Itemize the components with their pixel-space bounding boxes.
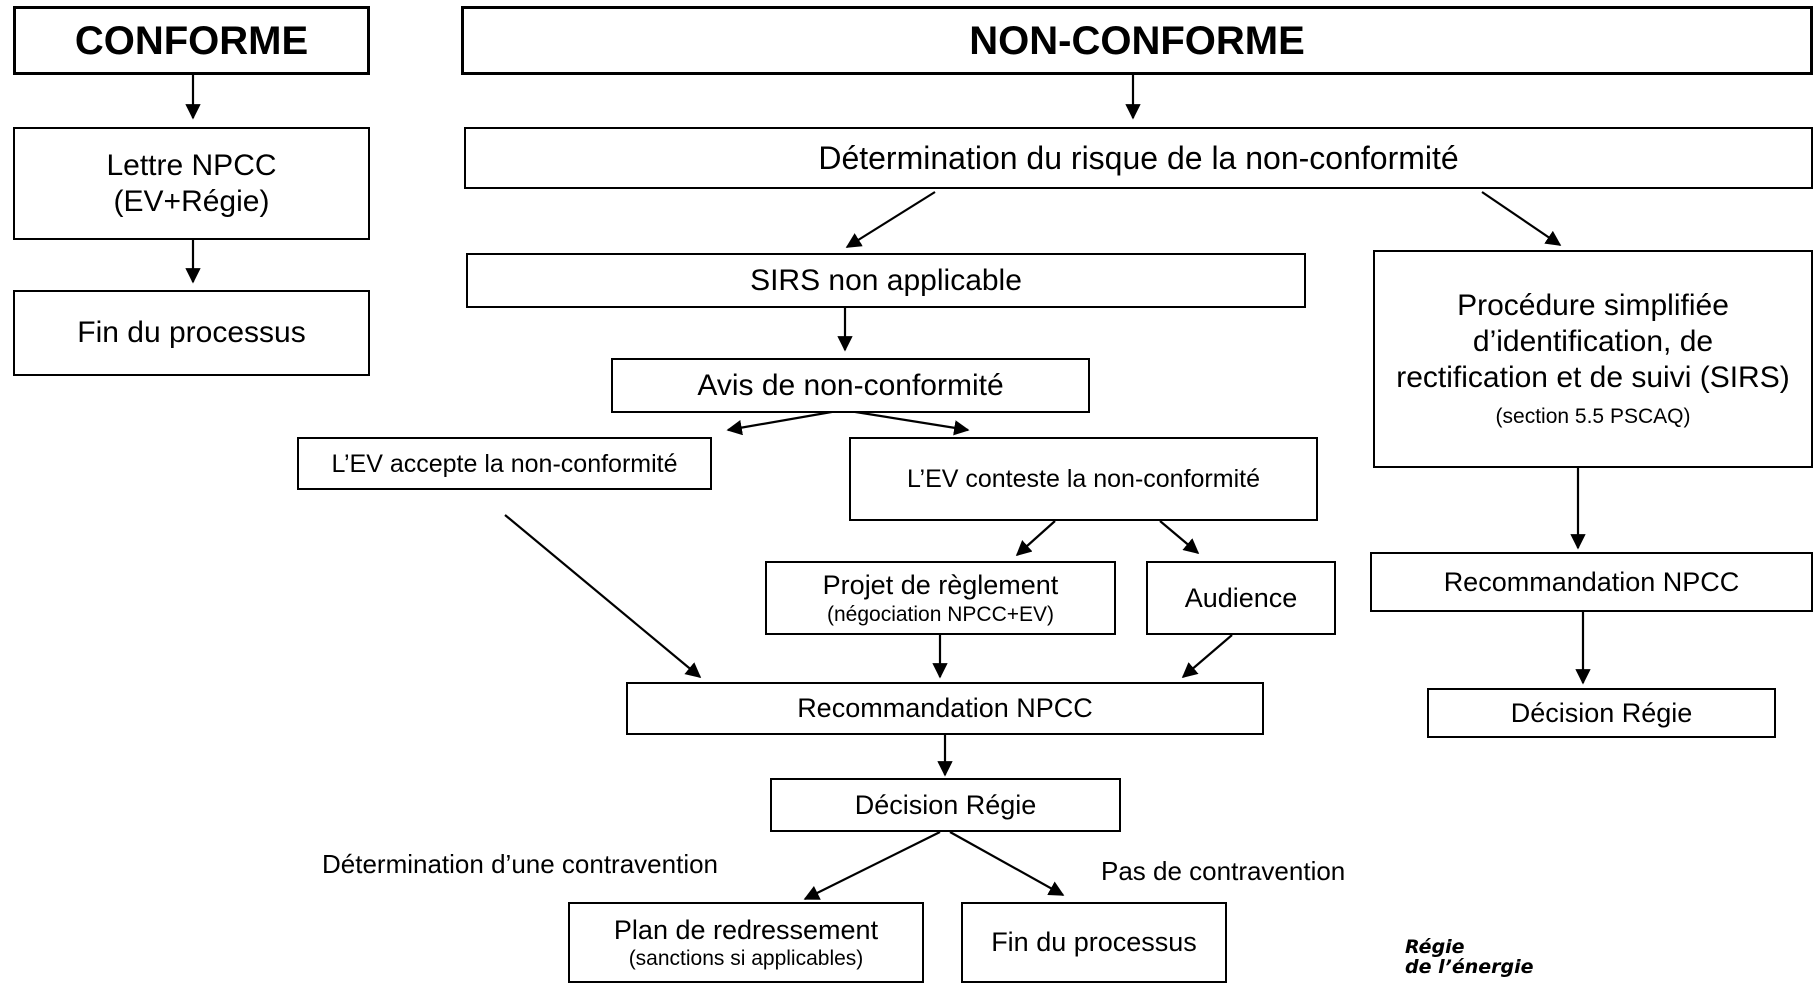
sirs-recommandation-box: Recommandation NPCC	[1370, 552, 1813, 612]
arrow-accepte-recommandation	[504, 514, 702, 678]
conforme-fin-box: Fin du processus	[13, 290, 370, 376]
arrow-avis-conteste	[842, 408, 970, 436]
plan-redressement-label: Plan de redressement	[613, 914, 879, 945]
ev-accepte-label: L’EV accepte la non-conformité	[331, 449, 678, 478]
lettre-npcc-line-1: Lettre NPCC	[106, 148, 277, 182]
lettre-npcc-line-2: (EV+Régie)	[113, 184, 270, 218]
sirs-recommandation-label: Recommandation NPCC	[1443, 566, 1740, 597]
label-contravention: Détermination d’une contravention	[322, 849, 719, 879]
arrow-conteste-projet	[1015, 520, 1056, 557]
conforme-header: CONFORME	[13, 6, 370, 75]
recommandation-npcc-label: Recommandation NPCC	[797, 693, 1093, 724]
sirs-decision-box: Décision Régie	[1427, 688, 1776, 738]
sirs-non-applicable-box: SIRS non applicable	[466, 253, 1306, 308]
sirs-non-applicable-label: SIRS non applicable	[750, 263, 1022, 297]
determination-label: Détermination du risque de la non-confor…	[818, 139, 1459, 176]
decision-regie-label: Décision Régie	[854, 789, 1037, 820]
audience-label: Audience	[1184, 582, 1298, 613]
arrow-determination-sirsna	[845, 191, 936, 248]
sirs-line-3: rectification et de suivi (SIRS)	[1396, 361, 1790, 395]
avis-label: Avis de non-conformité	[697, 368, 1004, 402]
conforme-fin-label: Fin du processus	[77, 316, 306, 349]
plan-redressement-note: (sanctions si applicables)	[628, 947, 864, 971]
audience-box: Audience	[1146, 561, 1336, 635]
conforme-header-label: CONFORME	[74, 18, 309, 63]
decision-regie-box: Décision Régie	[770, 778, 1121, 832]
nonconforme-fin-box: Fin du processus	[961, 902, 1227, 983]
nonconforme-header: NON-CONFORME	[461, 6, 1813, 75]
sirs-line-1: Procédure simplifiée	[1457, 289, 1729, 323]
arrow-determination-sirs	[1481, 191, 1562, 246]
projet-reglement-box: Projet de règlement (négociation NPCC+EV…	[765, 561, 1116, 635]
ev-accepte-box: L’EV accepte la non-conformité	[297, 437, 712, 490]
arrow-audience-recommandation	[1181, 634, 1233, 679]
sirs-note: (section 5.5 PSCAQ)	[1495, 405, 1691, 429]
ev-conteste-box: L’EV conteste la non-conformité	[849, 437, 1318, 521]
nonconforme-fin-label: Fin du processus	[991, 927, 1197, 958]
avis-box: Avis de non-conformité	[611, 358, 1090, 413]
arrow-decision-plan	[803, 831, 941, 900]
recommandation-npcc-box: Recommandation NPCC	[626, 682, 1264, 735]
logo-line-1: Régie	[1405, 936, 1465, 958]
sirs-decision-label: Décision Régie	[1510, 697, 1693, 728]
ev-conteste-label: L’EV conteste la non-conformité	[907, 465, 1260, 493]
sirs-procedure-box: Procédure simplifiée d’identification, d…	[1373, 250, 1813, 468]
arrow-conteste-audience	[1159, 520, 1200, 554]
arrow-decision-fin	[949, 831, 1065, 896]
label-pas-contravention: Pas de contravention	[1101, 856, 1346, 886]
plan-redressement-box: Plan de redressement (sanctions si appli…	[568, 902, 924, 983]
projet-reglement-label: Projet de règlement	[822, 570, 1059, 601]
logo-line-2: de l’énergie	[1405, 956, 1534, 978]
arrow-avis-accepte	[726, 408, 844, 436]
determination-box: Détermination du risque de la non-confor…	[464, 127, 1813, 189]
lettre-npcc-box: Lettre NPCC (EV+Régie)	[13, 127, 370, 240]
sirs-line-2: d’identification, de	[1472, 325, 1714, 359]
regie-logo: Régie de l’énergie	[1405, 937, 1534, 977]
projet-reglement-note: (négociation NPCC+EV)	[826, 602, 1055, 626]
nonconforme-header-label: NON-CONFORME	[969, 18, 1305, 63]
